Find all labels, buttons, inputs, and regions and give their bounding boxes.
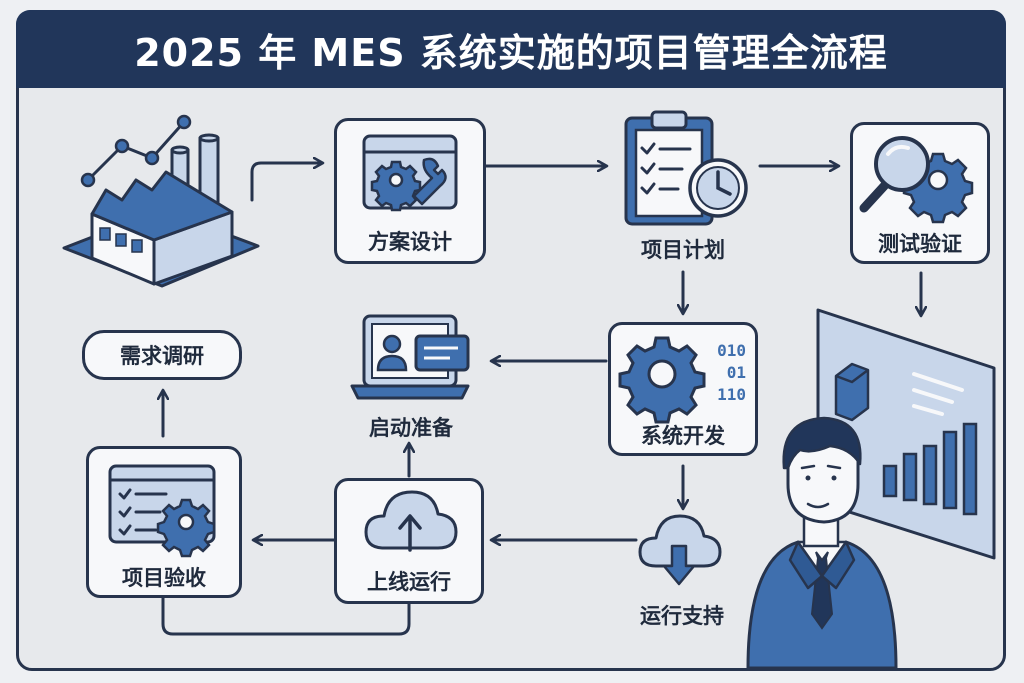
magnifier-gear-icon: [859, 136, 974, 224]
cloud-upload-icon: [364, 490, 458, 552]
step-label-support: 运行支持: [640, 604, 724, 628]
laptop-profile-icon: [350, 314, 470, 400]
clipboard-clock-icon: [624, 110, 748, 226]
step-label-plan: 项目计划: [641, 238, 725, 262]
binary-code-text: 010 01 110: [706, 340, 746, 406]
diagram-title: 2025 年 MES 系统实施的项目管理全流程: [134, 30, 888, 75]
businessman-icon: [746, 416, 898, 670]
binary-line: 01: [726, 363, 746, 382]
step-pill-research[interactable]: 需求调研: [82, 330, 242, 380]
connector-accept-golive: [161, 596, 411, 636]
checklist-gear-icon: [108, 464, 216, 558]
gear-wrench-icon: [362, 134, 458, 212]
binary-line: 010: [717, 341, 746, 360]
step-label-golive: 上线运行: [367, 570, 451, 594]
title-bar: 2025 年 MES 系统实施的项目管理全流程: [16, 10, 1006, 88]
arrow-factory-to-design: [250, 163, 322, 202]
step-label-kickoff: 启动准备: [369, 416, 453, 440]
factory-icon: [62, 114, 260, 288]
step-label-test: 测试验证: [878, 232, 962, 256]
step-label-accept: 项目验收: [122, 566, 206, 590]
cloud-download-icon: [638, 514, 722, 586]
step-label-develop: 系统开发: [641, 424, 725, 448]
dashboard-screen-icon: [816, 308, 996, 560]
gear-binary-icon: [618, 336, 706, 424]
step-label-design: 方案设计: [368, 230, 452, 254]
binary-line: 110: [717, 385, 746, 404]
